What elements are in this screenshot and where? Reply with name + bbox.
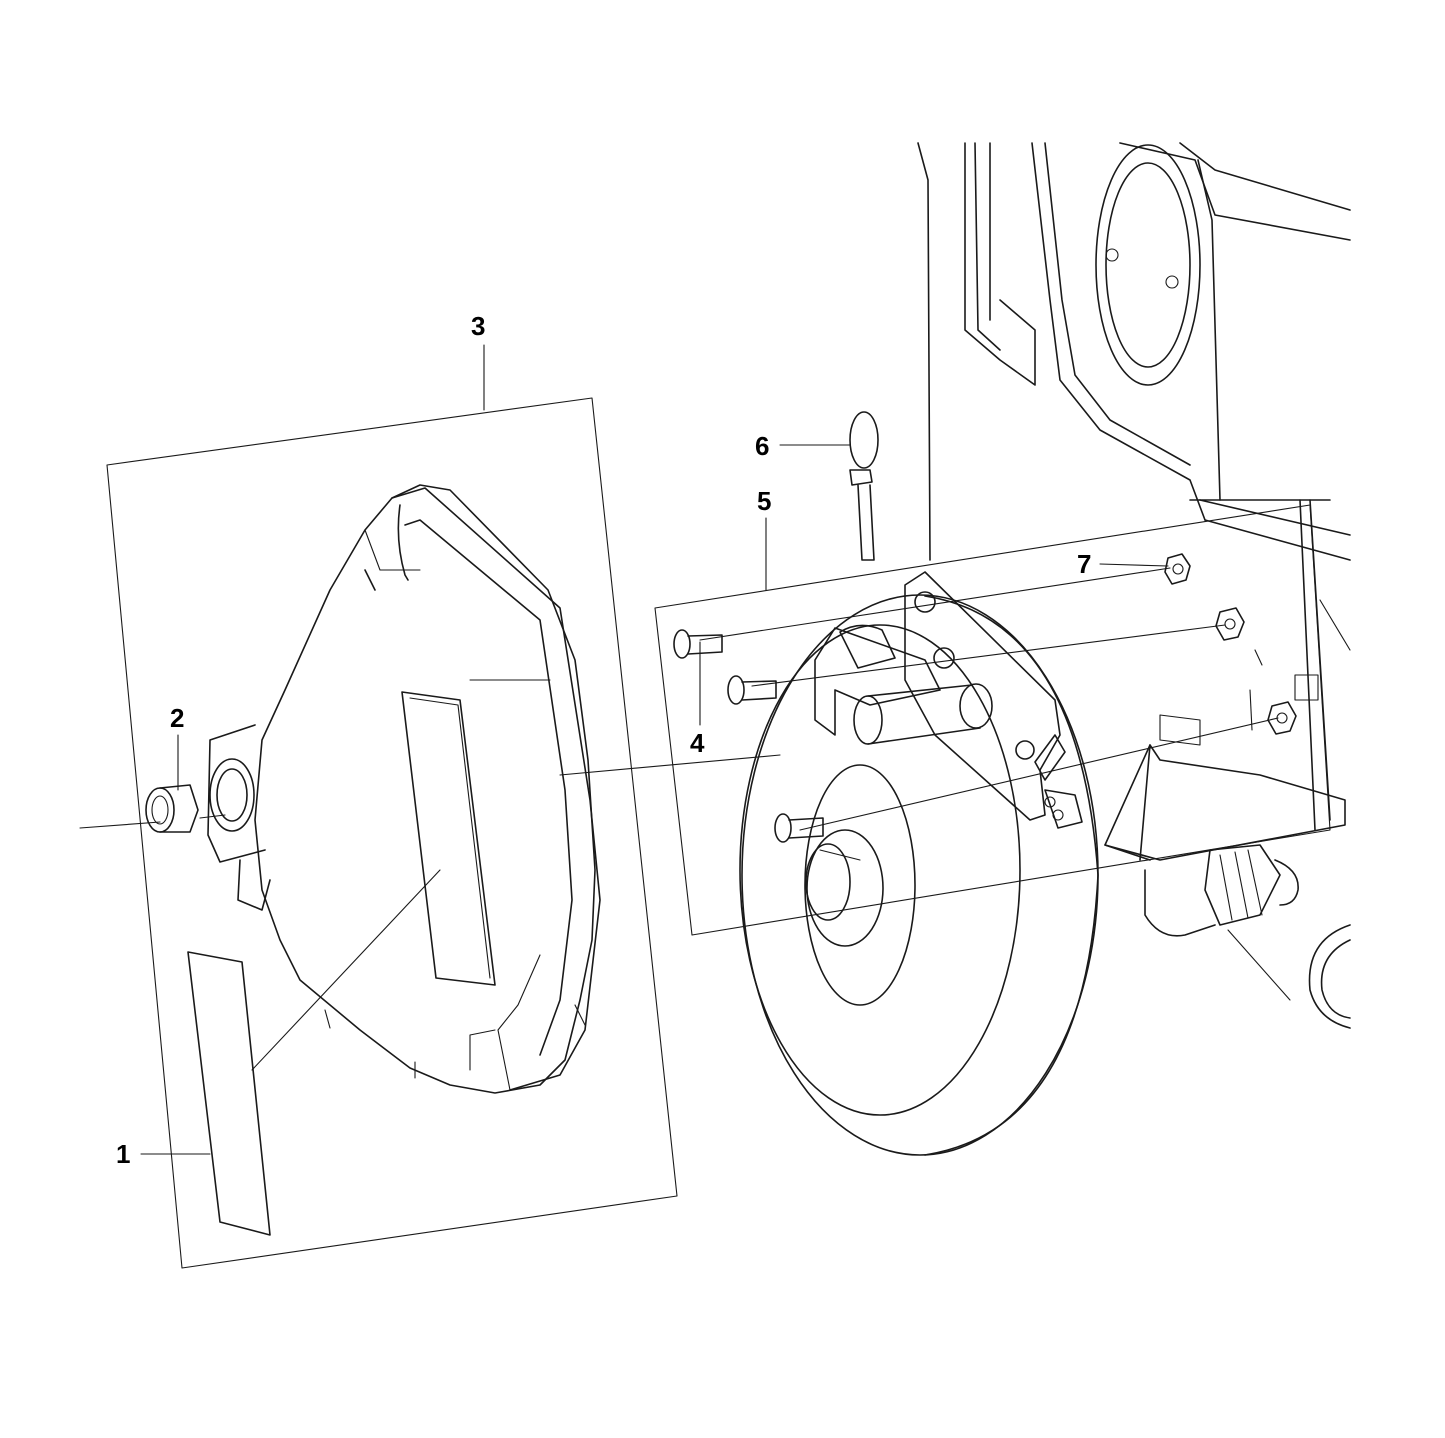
callout-3: 3 (471, 311, 485, 341)
callout-1: 1 (116, 1139, 130, 1169)
nuts (1164, 553, 1297, 735)
decal-leader (251, 869, 441, 1071)
cover-assembly (207, 484, 601, 1094)
screws (673, 629, 824, 843)
leader-lines (140, 344, 1169, 1155)
callout-5: 5 (757, 486, 771, 516)
lower-fitting (1144, 844, 1351, 1029)
axis-line (79, 754, 781, 829)
decal-strip (187, 951, 271, 1236)
machine-body (917, 142, 1351, 831)
wheel (739, 594, 1099, 1156)
assembly-frame-5 (654, 504, 1331, 936)
axle-plate (814, 571, 1083, 829)
lynch-pin (849, 411, 879, 561)
mounting-bracket (1104, 744, 1346, 861)
callout-6: 6 (755, 431, 769, 461)
callout-labels: 1 2 3 4 5 6 7 (116, 311, 1091, 1169)
bushing (145, 784, 199, 833)
assembly-frame-3 (106, 397, 678, 1269)
callout-4: 4 (690, 728, 705, 758)
callout-2: 2 (170, 703, 184, 733)
callout-7: 7 (1077, 549, 1091, 579)
